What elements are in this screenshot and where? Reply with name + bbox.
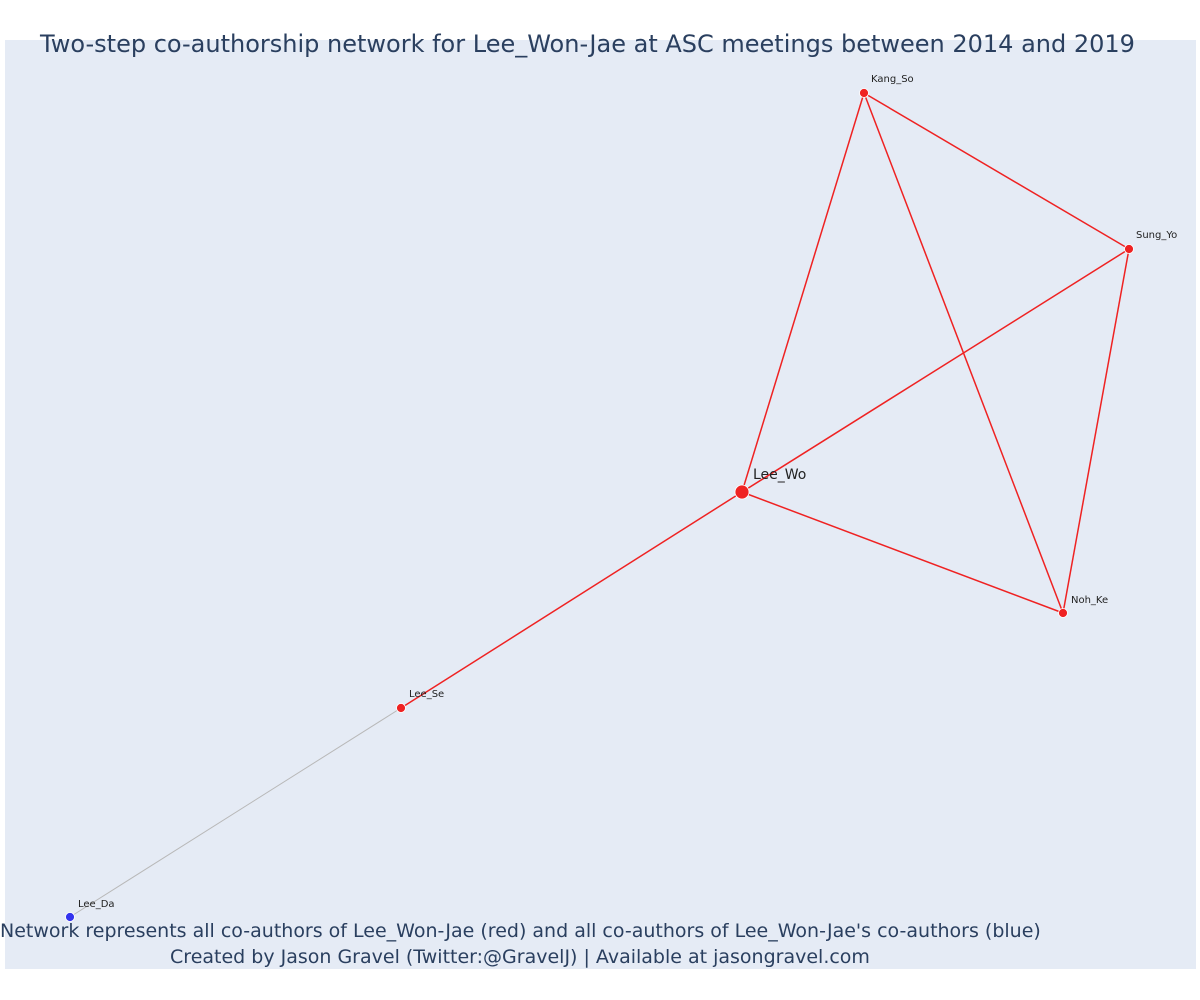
plot-area xyxy=(5,40,1196,969)
node-Noh_Ke[interactable] xyxy=(1058,608,1068,618)
node-label-Kang_So: Kang_So xyxy=(871,74,914,85)
edge-Lee_Wo-Kang_So xyxy=(741,92,865,493)
node-label-Noh_Ke: Noh_Ke xyxy=(1071,595,1108,606)
edge-Kang_So-Noh_Ke xyxy=(863,92,1064,614)
edge-Lee_Wo-Noh_Ke xyxy=(741,491,1064,614)
nodes-layer xyxy=(65,88,1134,922)
node-label-Lee_Da: Lee_Da xyxy=(78,899,115,910)
node-label-Lee_Wo: Lee_Wo xyxy=(753,467,806,483)
chart-title: Two-step co-authorship network for Lee_W… xyxy=(40,30,1135,58)
chart-caption: Network represents all co-authors of Lee… xyxy=(0,918,1041,970)
node-Lee_Wo[interactable] xyxy=(734,484,750,500)
node-Kang_So[interactable] xyxy=(859,88,869,98)
edge-Lee_Se-Lee_Da xyxy=(69,707,402,918)
edge-Lee_Wo-Sung_Yo xyxy=(741,248,1130,493)
edge-Sung_Yo-Noh_Ke xyxy=(1062,248,1130,614)
node-label-Sung_Yo: Sung_Yo xyxy=(1136,230,1177,241)
caption-line-1: Network represents all co-authors of Lee… xyxy=(0,920,1041,942)
node-Lee_Da[interactable] xyxy=(65,912,75,922)
edge-Kang_So-Sung_Yo xyxy=(863,92,1130,250)
node-label-Lee_Se: Lee_Se xyxy=(409,689,444,700)
edge-Lee_Wo-Lee_Se xyxy=(400,491,743,709)
node-Sung_Yo[interactable] xyxy=(1124,244,1134,254)
caption-line-2: Created by Jason Gravel (Twitter:@Gravel… xyxy=(170,946,870,968)
edges-layer xyxy=(69,92,1130,918)
node-Lee_Se[interactable] xyxy=(396,703,406,713)
